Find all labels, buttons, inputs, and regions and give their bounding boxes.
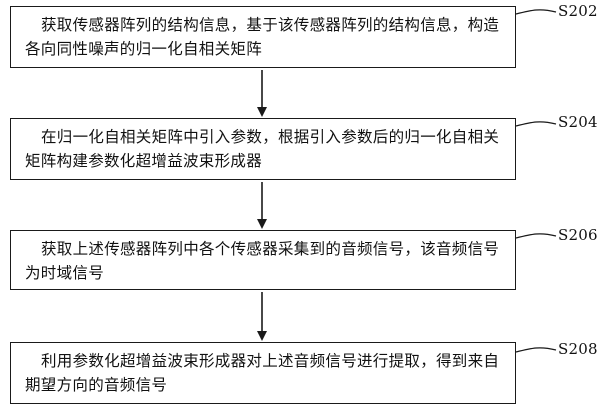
step-label-s204: S204	[558, 113, 598, 131]
step-box-s208: 利用参数化超增益波束形成器对上述音频信号进行提取，得到来自期望方向的音频信号	[10, 342, 516, 404]
step-text-s206: 获取上述传感器阵列中各个传感器采集到的音频信号，该音频信号为时域信号	[25, 240, 500, 282]
leader-s208	[515, 347, 557, 353]
step-box-s202: 获取传感器阵列的结构信息，基于该传感器阵列的结构信息，构造各向同性噪声的归一化自…	[10, 6, 516, 68]
step-label-s208: S208	[558, 340, 598, 358]
leader-s204	[515, 121, 557, 127]
step-text-s202: 获取传感器阵列的结构信息，基于该传感器阵列的结构信息，构造各向同性噪声的归一化自…	[25, 16, 500, 58]
leader-s202	[515, 9, 557, 15]
leader-s206	[515, 233, 557, 239]
step-box-s206: 获取上述传感器阵列中各个传感器采集到的音频信号，该音频信号为时域信号	[10, 230, 516, 290]
step-label-s206: S206	[558, 226, 598, 244]
step-box-s204: 在归一化自相关矩阵中引入参数，根据引入参数后的归一化自相关矩阵构建参数化超增益波…	[10, 118, 516, 180]
step-text-s204: 在归一化自相关矩阵中引入参数，根据引入参数后的归一化自相关矩阵构建参数化超增益波…	[25, 128, 500, 170]
step-label-s202: S202	[558, 2, 598, 20]
step-text-s208: 利用参数化超增益波束形成器对上述音频信号进行提取，得到来自期望方向的音频信号	[25, 352, 500, 394]
